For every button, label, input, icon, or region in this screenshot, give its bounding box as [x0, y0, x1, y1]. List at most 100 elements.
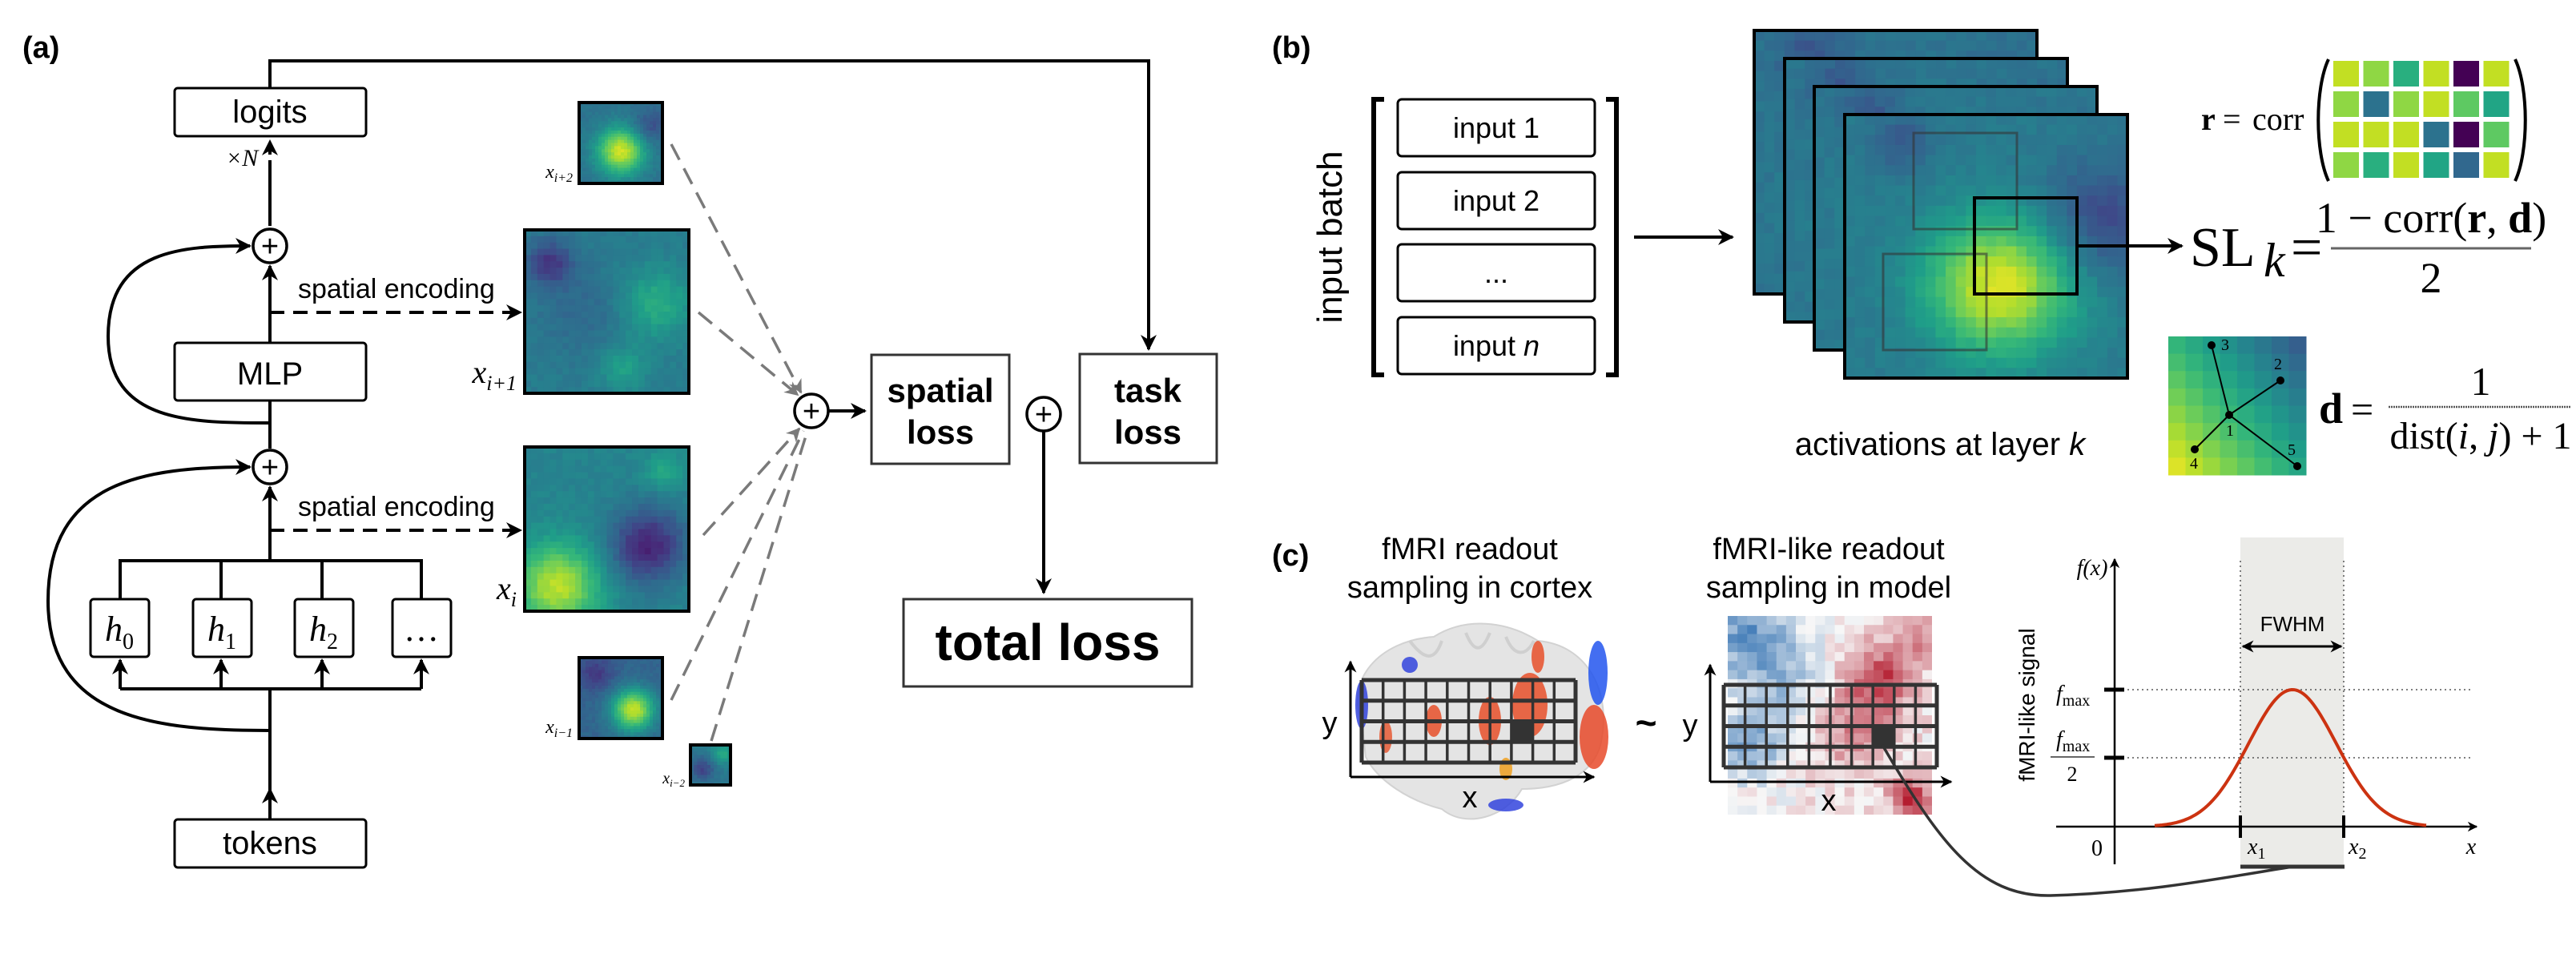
panel-a: (a) logits ×N + spatial encoding MLP	[22, 31, 1218, 869]
activation-map-label: xi−1	[545, 717, 573, 740]
x2-label: x2	[2348, 835, 2366, 863]
gaussian-curve	[2154, 687, 2427, 827]
corr-function: corr	[2252, 101, 2304, 137]
grid-point-label: 4	[2190, 455, 2198, 473]
spatial-sum: +	[793, 392, 830, 429]
right-bracket	[1606, 97, 1619, 377]
task-loss-line1: task	[1114, 372, 1182, 409]
input-item-2: input 2	[1396, 171, 1596, 231]
head-box-2: h2	[293, 598, 355, 658]
voxel-to-signal-connector	[1881, 744, 2293, 897]
sl-equation: SL k = 1 − corr(r, d) 2	[2190, 194, 2546, 302]
residual-add-top: +	[252, 227, 288, 264]
spatial-loss-box: spatial loss	[870, 353, 1011, 465]
plus-icon: +	[261, 451, 279, 485]
left-bracket	[1371, 97, 1384, 377]
activation-map-4	[689, 743, 732, 787]
corr-cell	[2393, 61, 2419, 87]
plus-icon: +	[1035, 398, 1053, 432]
correlation-matrix	[2333, 61, 2510, 178]
activation-map-label: xi+1	[471, 354, 517, 395]
f-of-x-label: f(x)	[2077, 556, 2108, 581]
head-label: …	[404, 610, 439, 649]
corr-cell	[2363, 152, 2389, 178]
total-loss-label: total loss	[936, 614, 1161, 671]
x1-label: x1	[2247, 835, 2265, 863]
activation-map-0	[578, 101, 664, 185]
fwhm-label: FWHM	[2260, 612, 2325, 636]
corr-cell	[2483, 91, 2510, 117]
input-label: input n	[1453, 329, 1540, 362]
input-label: input 1	[1453, 111, 1540, 144]
logits-box: logits	[173, 87, 368, 138]
activations-label: activations at layer k	[1795, 427, 2087, 462]
activation-stack	[1753, 29, 2129, 380]
sampling-window	[1912, 131, 2019, 231]
grid-point-label: 3	[2221, 336, 2229, 354]
corr-cell	[2423, 122, 2449, 147]
model-sampling-grid	[1721, 682, 1939, 770]
residual-connection-bottom	[46, 459, 271, 732]
d-symbol: d	[2319, 384, 2343, 433]
input-label: input 2	[1453, 184, 1540, 217]
mlp-box: MLP	[173, 341, 368, 402]
input-batch-label: input batch	[1310, 151, 1350, 323]
cortex-x-label: x	[1463, 781, 1478, 815]
task-loss-line2: loss	[1114, 413, 1181, 451]
half-fmax-numerator: fmax	[2056, 727, 2090, 755]
activation-map-3	[578, 656, 664, 740]
tokens-label: tokens	[223, 826, 317, 861]
selected-voxel	[1511, 721, 1533, 743]
map-aggregation-arrows	[670, 143, 809, 742]
head-label: h1	[207, 610, 236, 654]
corr-cell	[2363, 61, 2389, 87]
mlp-label: MLP	[237, 356, 303, 392]
corr-cell	[2423, 61, 2449, 87]
grid-point-label: 5	[2288, 441, 2296, 459]
grid-point	[2293, 462, 2301, 470]
corr-cell	[2333, 91, 2359, 117]
d-denominator: dist(i, j) + 1	[2389, 415, 2571, 457]
equals-sign: =	[2223, 101, 2241, 137]
equals-sign: =	[2291, 217, 2322, 279]
corr-cell	[2453, 91, 2479, 117]
panel-c: (c) fMRI readout sampling in cortex fMRI…	[1272, 533, 2478, 897]
fmax-label: fmax	[2056, 682, 2090, 710]
corr-cell	[2453, 61, 2479, 87]
input-list: input 1 input 2... input n	[1396, 98, 1596, 376]
grid-point	[2276, 376, 2284, 384]
right-paren	[2514, 58, 2527, 182]
corr-cell	[2333, 61, 2359, 87]
x-axis-var-label: x	[2465, 835, 2477, 859]
input-item-1: input 1	[1396, 98, 1596, 158]
head-label: h0	[105, 610, 134, 654]
input-label: ...	[1484, 256, 1508, 289]
half-fmax-denominator: 2	[2067, 763, 2078, 786]
corr-cell	[2423, 91, 2449, 117]
tokens-box: tokens	[173, 818, 368, 869]
model-title-line2: sampling in model	[1706, 571, 1951, 605]
activation-map-2	[523, 445, 690, 613]
corr-cell	[2453, 152, 2479, 178]
cortex-y-label: y	[1322, 706, 1338, 740]
spatial-loss-line2: loss	[907, 413, 974, 451]
plus-icon: +	[261, 230, 279, 264]
grid-point	[2191, 445, 2199, 453]
origin-label: 0	[2091, 836, 2103, 861]
model-x-label: x	[1821, 784, 1837, 818]
total-loss-box: total loss	[902, 598, 1193, 688]
model-title-line1: fMRI-like readout	[1713, 533, 1945, 566]
corr-cell	[2393, 122, 2419, 147]
corr-cell	[2393, 91, 2419, 117]
input-item-4: input n	[1396, 316, 1596, 376]
left-paren	[2316, 58, 2330, 182]
spatial-encoding-label-bottom: spatial encoding	[298, 492, 495, 522]
sl-subscript: k	[2264, 234, 2286, 287]
fwhm-shade	[2240, 537, 2344, 867]
head-box-3: …	[391, 598, 453, 658]
model-y-label: y	[1683, 709, 1698, 743]
